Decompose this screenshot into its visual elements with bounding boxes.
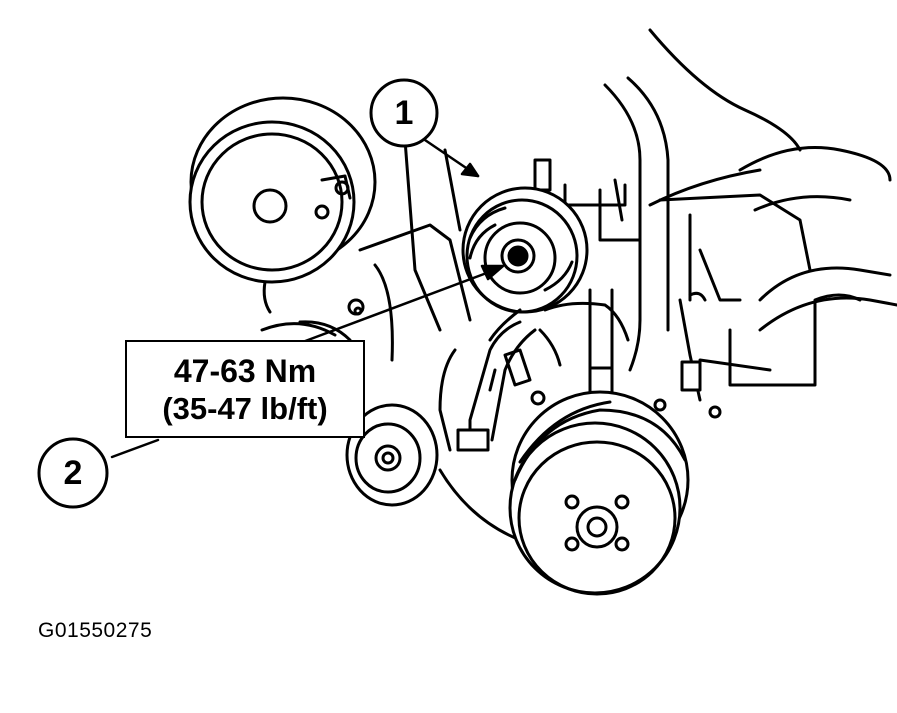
coolant-tubes [438, 291, 707, 542]
upper-left-pulley [188, 96, 377, 314]
water-pump-pulley [508, 390, 690, 596]
small-idler-pulley [260, 320, 439, 507]
upper-hoses [603, 28, 897, 372]
figure-code: G01550275 [38, 619, 153, 642]
torque-arrowhead [480, 264, 505, 281]
callout-1-label: 1 [394, 94, 414, 132]
torque-metric: 47-63 Nm [173, 353, 317, 389]
callout-2-label: 2 [63, 454, 83, 492]
vertical-pipe [588, 288, 614, 398]
callout-1-arrowhead [460, 162, 480, 178]
callout-2-leader [110, 438, 160, 459]
callout-1-circle [369, 78, 439, 148]
torque-spec-box: 47-63 Nm (35-47 lb/ft) [125, 340, 365, 438]
idler-pulley [461, 186, 589, 342]
torque-leader [298, 266, 502, 345]
torque-imperial: (35-47 lb/ft) [162, 391, 328, 426]
leader-lines [110, 136, 505, 459]
callout-2-circle [37, 437, 109, 509]
